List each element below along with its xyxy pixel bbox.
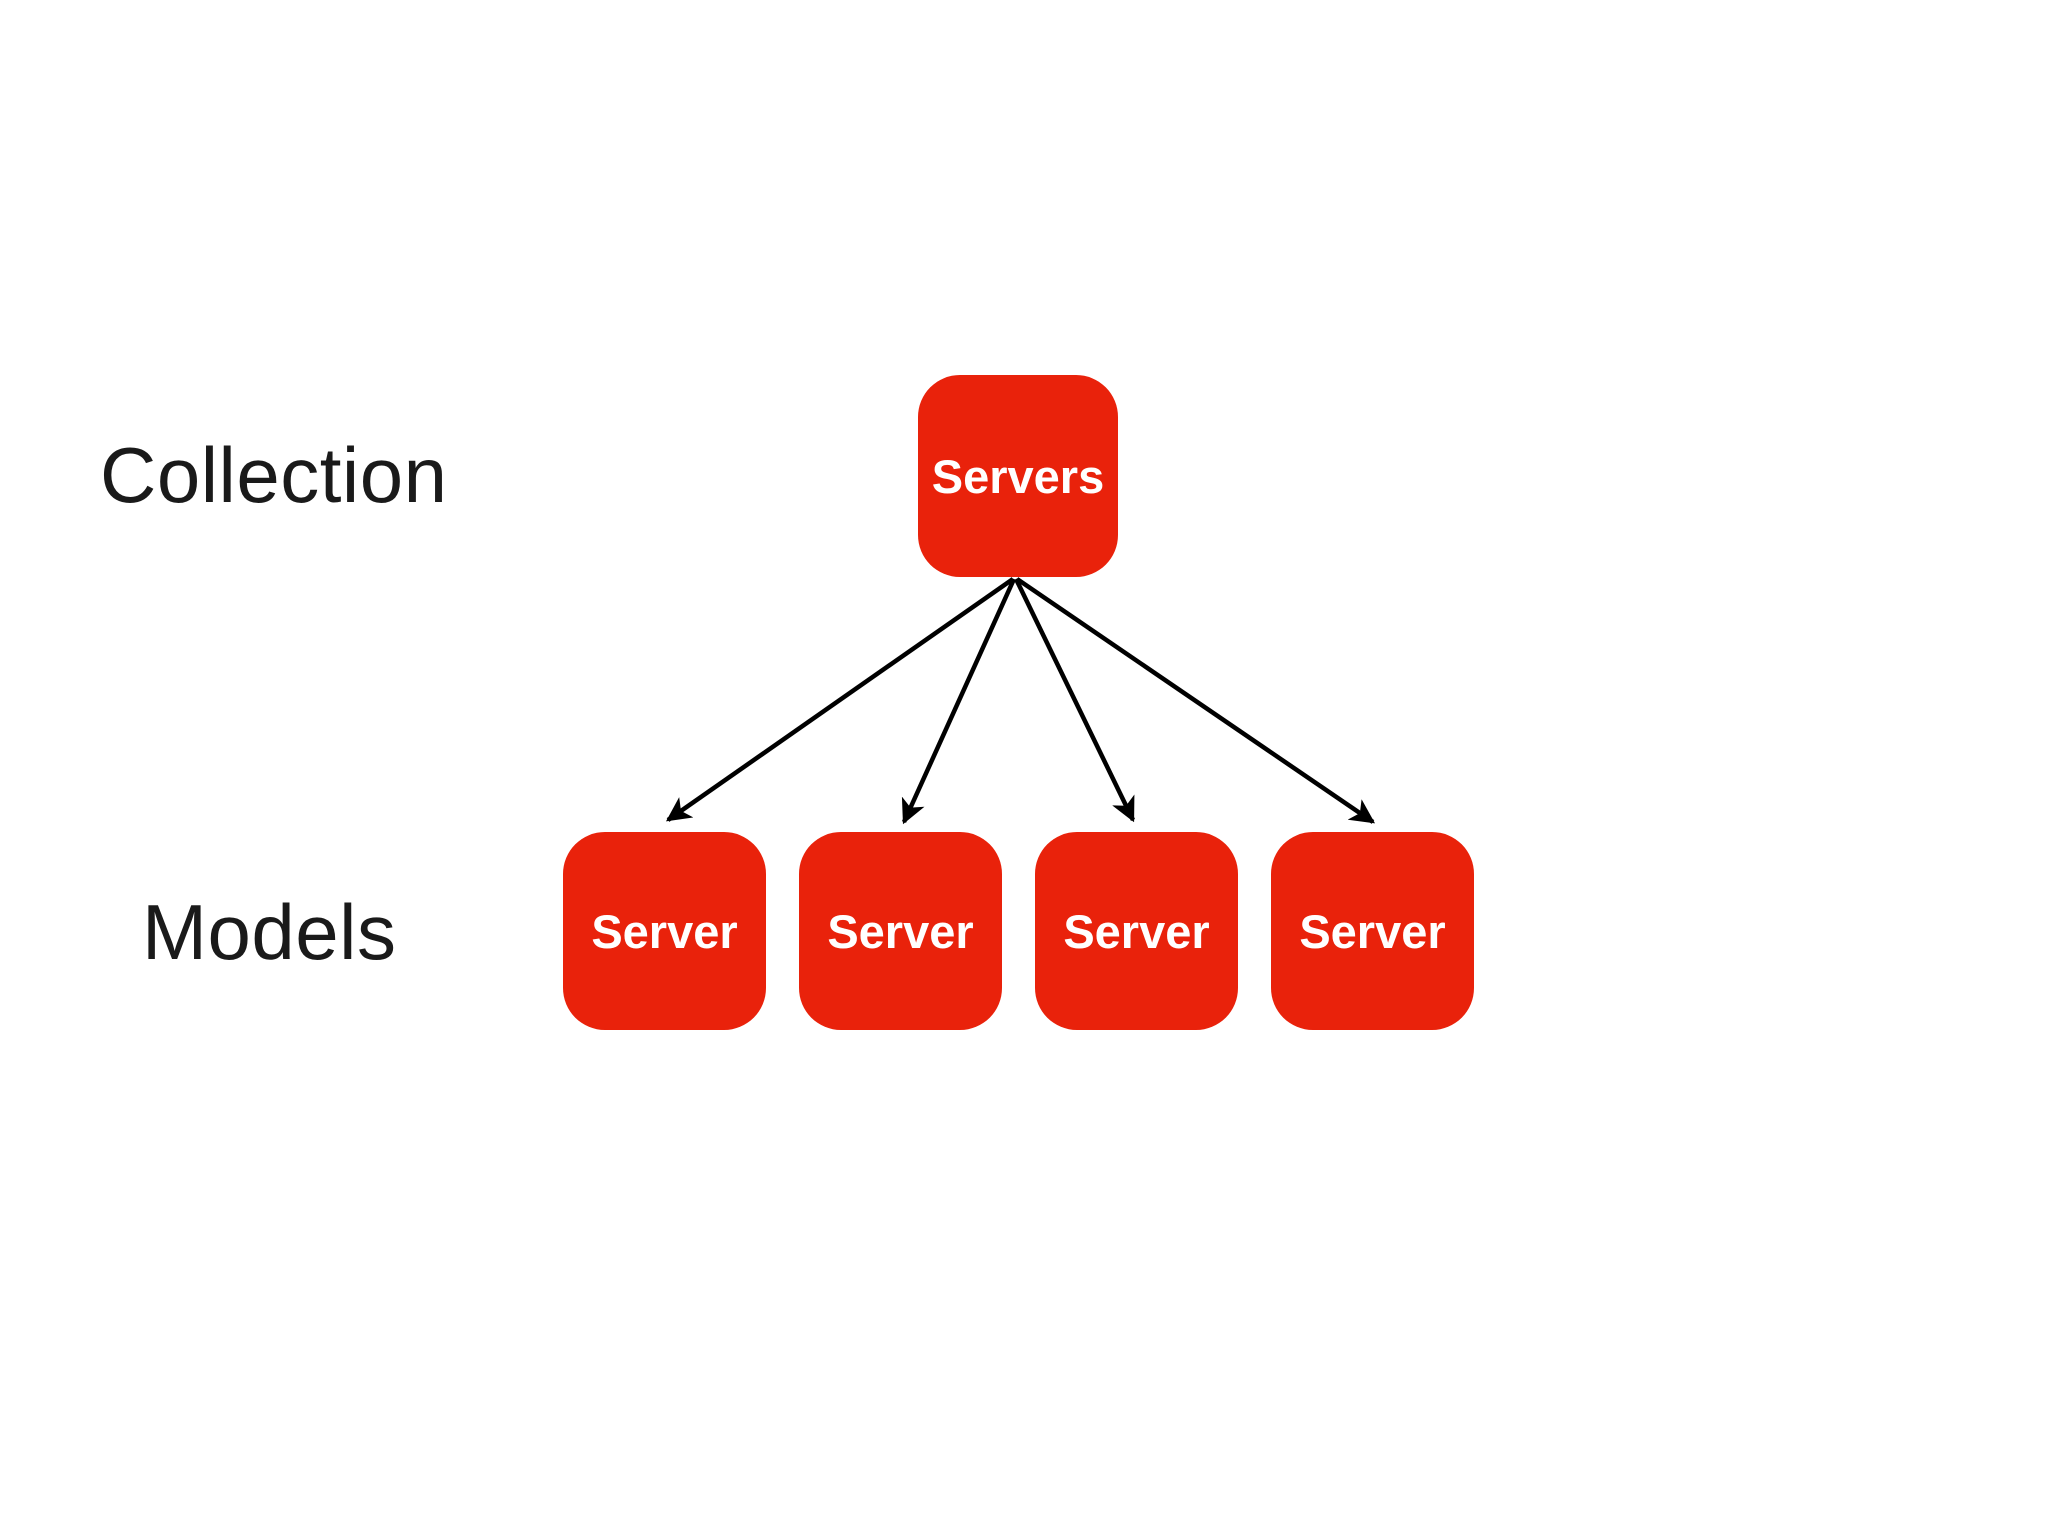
collection-row-label: Collection bbox=[100, 431, 448, 519]
edge-servers-to-server-1 bbox=[665, 577, 1015, 822]
model-node-label: Server bbox=[1063, 904, 1210, 958]
model-node-server-2: Server bbox=[799, 832, 1002, 1030]
model-node-label: Server bbox=[1299, 904, 1446, 958]
edge-servers-to-server-2 bbox=[901, 578, 1017, 825]
model-node-server-4: Server bbox=[1271, 832, 1474, 1030]
collection-node-label: Servers bbox=[931, 449, 1105, 503]
model-node-label: Server bbox=[591, 904, 738, 958]
model-node-server-1: Server bbox=[563, 832, 766, 1030]
edge-servers-to-server-4 bbox=[1015, 577, 1376, 824]
edge-servers-to-server-3 bbox=[1013, 578, 1136, 823]
model-node-label: Server bbox=[827, 904, 974, 958]
model-node-server-3: Server bbox=[1035, 832, 1238, 1030]
collection-node-servers: Servers bbox=[918, 375, 1118, 577]
models-row-label: Models bbox=[142, 888, 397, 976]
